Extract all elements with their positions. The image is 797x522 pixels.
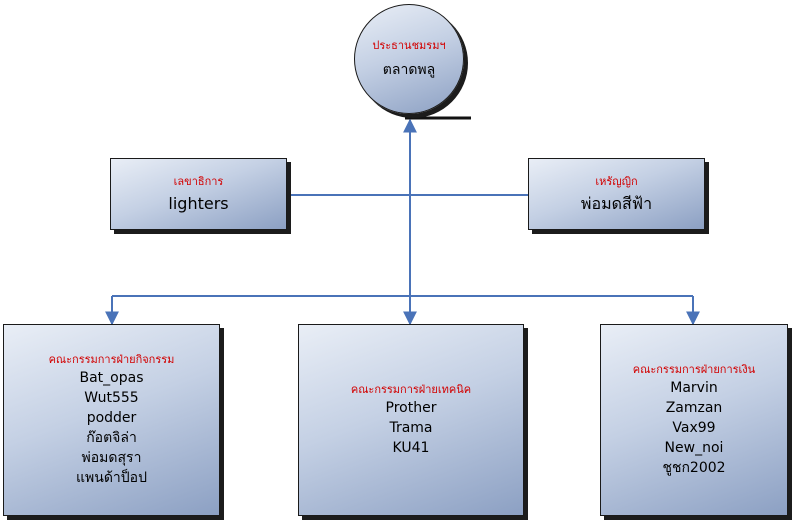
technical-members: Prother Trama KU41 [386, 398, 437, 458]
treasurer-node: เหรัญญิก พ่อมดสีฟ้า [528, 158, 705, 230]
treasurer-title: เหรัญญิก [595, 175, 638, 188]
treasurer-name: พ่อมดสีฟ้า [580, 194, 653, 213]
technical-committee-title: คณะกรรมการฝ่ายเทคนิค [350, 383, 472, 396]
member-name: KU41 [392, 440, 430, 456]
member-name: New_noi [664, 440, 724, 456]
activities-members: Bat_opas Wut555 podder ก๊อตจิล่า พ่อมดสุ… [76, 368, 147, 488]
activities-committee-title: คณะกรรมการฝ่ายกิจกรรม [48, 353, 175, 366]
member-name: Trama [389, 420, 433, 436]
secretary-node: เลขาธิการ lighters [110, 158, 287, 230]
finance-members: Marvin Zamzan Vax99 New_noi ชูชก2002 [662, 378, 725, 478]
member-name: ชูชก2002 [662, 460, 726, 476]
activities-committee-node: คณะกรรมการฝ่ายกิจกรรม Bat_opas Wut555 po… [3, 324, 220, 516]
secretary-title: เลขาธิการ [173, 175, 224, 188]
chairman-node: ประธานชมรมฯ ตลาดพลู [354, 4, 464, 114]
finance-committee-node: คณะกรรมการฝ่ายการเงิน Marvin Zamzan Vax9… [600, 324, 788, 516]
member-name: Wut555 [84, 390, 139, 406]
member-name: Marvin [670, 380, 718, 396]
member-name: podder [86, 410, 137, 426]
member-name: Prother [385, 400, 437, 416]
member-name: Zamzan [665, 400, 723, 416]
member-name: ก๊อตจิล่า [86, 430, 137, 446]
technical-committee-node: คณะกรรมการฝ่ายเทคนิค Prother Trama KU41 [298, 324, 524, 516]
secretary-name: lighters [168, 194, 229, 213]
member-name: Vax99 [672, 420, 716, 436]
member-name: Bat_opas [79, 370, 144, 386]
member-name: แพนด้าป็อป [76, 470, 147, 486]
chairman-title: ประธานชมรมฯ [372, 39, 446, 52]
chairman-name: ตลาดพลู [382, 62, 436, 78]
member-name: พ่อมดสุรา [81, 450, 142, 466]
finance-committee-title: คณะกรรมการฝ่ายการเงิน [632, 363, 756, 376]
